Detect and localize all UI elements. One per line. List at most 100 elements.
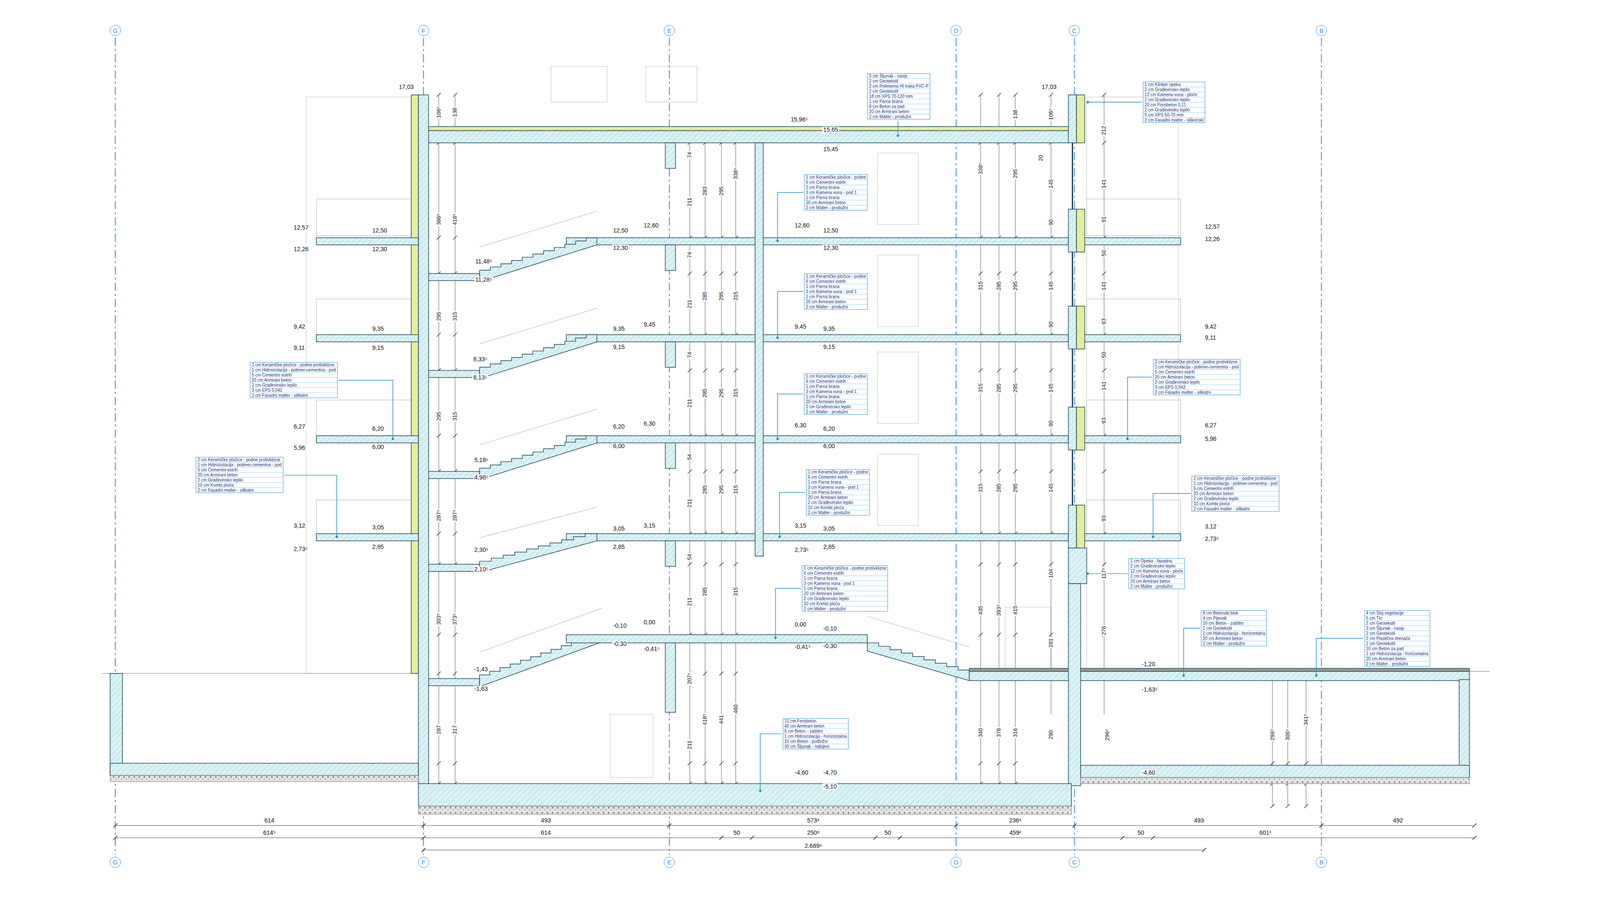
layer-spec: 2 cm Malter - produžni [1201,641,1267,647]
ground-slab [566,635,868,644]
spandrel-insulation [1076,407,1085,450]
dimension-tick [1303,761,1309,766]
level-mark: 12,26 [1203,235,1221,243]
layer-spec: 2 cm Malter - produžni [1364,661,1430,667]
dimension-text: 74 [687,251,694,259]
axis-letter: F [421,27,426,34]
dimension-tick [1150,835,1156,841]
dimension-text: 315 [977,280,984,292]
level-mark: 15,65 [822,126,839,134]
level-mark: -4,60 [1140,769,1157,777]
layer-spec: 2 cm Građevinsko lepilo [1143,87,1205,93]
dimension-text: 315 [451,410,458,422]
layer-spec: 2 cm Geotekstil [867,78,930,84]
layer-spec: 1 cm Hidroizolacija - polimer-cementna -… [196,462,283,468]
dimension-text: 74 [687,151,694,159]
axis-bubble: E [663,856,675,868]
spandrel-insulation [1076,306,1085,350]
leader-line [1087,102,1143,103]
layer-spec: 2 cm Građevinsko lepilo [1153,379,1240,386]
layer-spec: 2 cm Građevinsko lepilo [1128,574,1185,580]
dimension-tick [733,368,738,373]
level-mark: 12,60 [793,222,811,229]
level-mark: 3,12 [1203,523,1218,530]
layer-spec: 1 cm Hidroizolacija - horizontalna [1364,651,1430,657]
dimension-tick [733,761,738,766]
balcony-railing [316,199,412,236]
spandrel-wall [1068,407,1077,450]
layer-spec: 2 cm Fasadni malter - silikatni [250,393,337,398]
level-mark: 11,28⁵ [474,276,494,283]
dimension-text: 573⁸ [806,817,821,824]
layer-spec: 4 cm Pijesak [1201,615,1267,622]
layer-spec: 2 cm Keramičke pločice - podne protivkli… [196,457,283,463]
dimension-text: 141 [1100,280,1107,292]
basement-floor [110,763,419,776]
stair-flight [867,643,970,681]
level-mark: 12,57 [292,224,310,231]
dimension-text: 296⁵ [1104,728,1111,742]
axis-bubble: B [1315,856,1327,868]
leader-dot [1182,674,1185,677]
level-mark: 12,30 [371,246,389,253]
dimension-tick [1270,804,1275,809]
dimension-tick [996,632,1002,638]
level-mark: -1,63⁵ [1140,686,1159,694]
layer-spec: 2 cm Plastična drenaža [1364,636,1430,642]
dimension-text: 316 [1012,727,1019,739]
layer-spec: 1 cm Keramičke pločice - podne [804,174,868,181]
dimension-text: 295 [718,387,725,399]
terrace-paving [969,668,1470,672]
level-mark: 9,45 [643,321,657,328]
spandrel-wall [1068,505,1077,549]
dimension-line [1306,673,1307,807]
leader-line [775,588,802,638]
layer-spec: 1 cm Parna brana [804,185,868,191]
dimension-tick [687,368,693,373]
dimension-line [115,837,1475,839]
dimension-text: 54 [687,553,694,561]
leader-line [760,734,782,792]
balcony-railing [316,299,412,336]
floor-slab [566,435,1069,444]
dimension-text: 93 [1100,514,1107,523]
dimension-line [980,94,981,807]
layer-spec: 2 cm Građevinsko lepilo [802,596,888,602]
dimension-tick [1102,271,1107,276]
level-mark: 8,33⁵ [472,356,489,363]
dimension-text: 50 [1100,249,1107,257]
dimension-tick [898,835,903,841]
stair-landing [428,564,480,572]
dimension-text: 295 [1012,482,1019,494]
layer-spec: 2 cm Keramičke pločice - podne protivkli… [1153,359,1240,365]
wall-lintel [665,244,676,271]
dimension-text: 441 [718,714,725,726]
dimension-line [689,130,691,807]
dimension-text: 415 [1012,604,1019,616]
stair-railing [479,409,597,445]
dimension-tick [996,562,1002,567]
layer-spec: 2 cm Fasadni malter - silikatni [196,488,283,493]
dimension-tick [733,671,738,676]
layer-spec: 2 cm Fasadni malter - silikonski [1143,117,1205,123]
layer-spec: 30 cm Šljunak - nabijeni [783,744,849,749]
layer-spec: 20 cm Armirani beton [1364,656,1430,662]
layer-spec: 3 cm Kamena vuna - pod 1 [802,581,888,587]
layer-spec: 20 cm Armirani beton [804,399,868,405]
layer-callout: 1 cm Keramičke pločice - podne6 cm Cemen… [804,373,868,415]
dimension-text: 138 [1012,108,1019,120]
dimension-text: 435 [977,604,984,616]
leader-dot [774,636,777,640]
dimension-text: 50 [1100,351,1107,359]
dimension-tick [687,469,693,474]
dimension-text: 418⁵ [451,212,458,226]
dimension-text: 93 [1100,416,1107,425]
axis-bubble: G [109,24,121,37]
background-door [877,352,919,424]
dimension-line [454,94,456,807]
layer-spec: 6 cm Cementni estrih [802,571,888,577]
dimension-tick [1013,368,1018,373]
layer-spec: 2 cm Keramičke pločice - podne protivkli… [1192,476,1279,482]
dimension-tick [719,835,724,841]
